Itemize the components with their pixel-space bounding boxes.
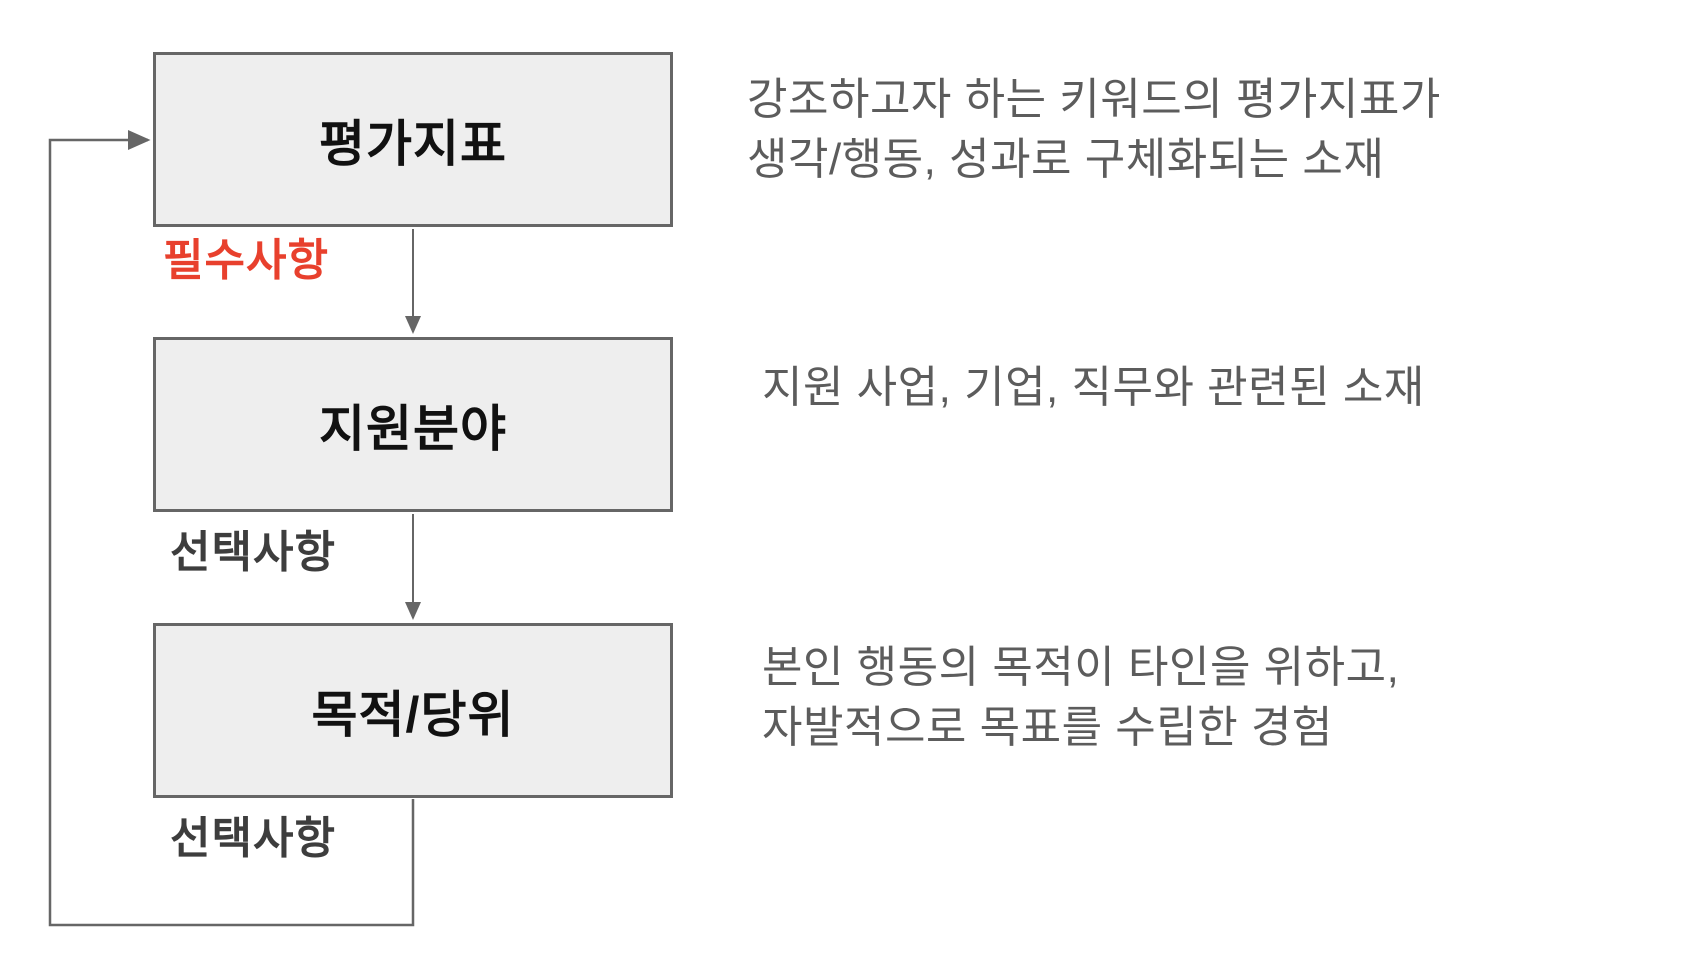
- flow-box-title: 지원분야: [319, 400, 507, 457]
- flow-box-evaluation-criteria: 평가지표: [153, 52, 673, 227]
- step2-description: 지원 사업, 기업, 직무와 관련된 소재: [762, 363, 1425, 412]
- optional-tag-step3: 선택사항: [170, 814, 336, 863]
- flow-box-purpose-justification: 목적/당위: [153, 623, 673, 798]
- optional-tag-step2: 선택사항: [170, 528, 336, 577]
- flow-box-title: 목적/당위: [311, 686, 515, 743]
- flow-box-title: 평가지표: [319, 115, 507, 172]
- step1-description: 강조하고자 하는 키워드의 평가지표가 생각/행동, 성과로 구체화되는 소재: [747, 75, 1441, 184]
- step3-description: 본인 행동의 목적이 타인을 위하고, 자발적으로 목표를 수립한 경험: [762, 643, 1400, 752]
- required-tag: 필수사항: [163, 236, 329, 285]
- flow-box-application-field: 지원분야: [153, 337, 673, 512]
